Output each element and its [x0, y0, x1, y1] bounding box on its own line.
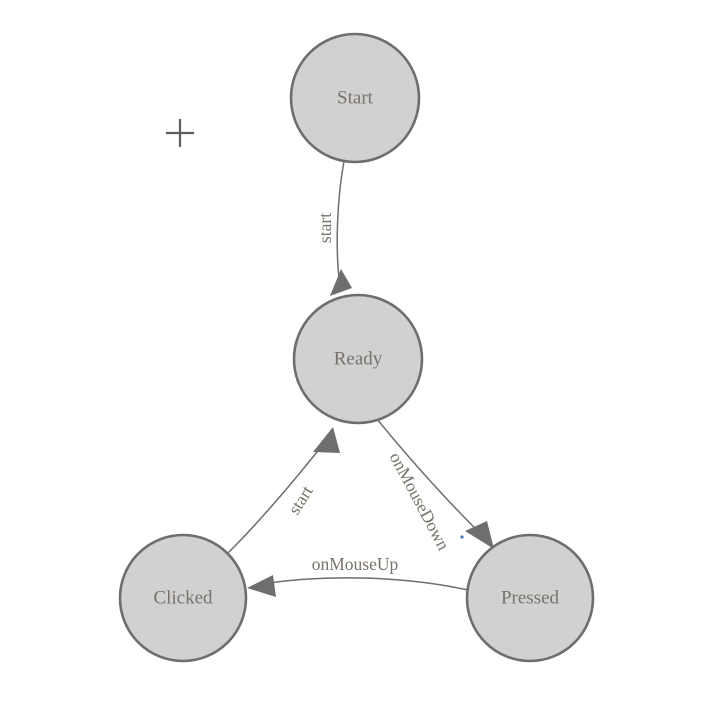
- edge-ready-to-pressed-path: [376, 418, 485, 538]
- node-start-circle[interactable]: [289, 32, 421, 164]
- edge-ready-to-pressed-arrowhead: [465, 521, 494, 549]
- node-clicked[interactable]: Clicked: [118, 533, 248, 663]
- edge-start-to-ready[interactable]: start: [315, 160, 352, 296]
- edge-label-ready-to-pressed: onMouseDown: [386, 449, 454, 554]
- edge-label-pressed-to-clicked: onMouseUp: [312, 554, 399, 574]
- node-start[interactable]: Start: [289, 32, 421, 164]
- node-ready[interactable]: Ready: [292, 293, 424, 425]
- edge-start-to-ready-arrowhead: [330, 269, 352, 296]
- edge-pressed-to-clicked-arrowhead: [247, 575, 276, 597]
- edge-clicked-to-ready-arrowhead: [313, 427, 340, 453]
- node-pressed-label: Pressed: [501, 587, 560, 608]
- plus-crosshair-icon: [166, 119, 194, 147]
- node-clicked-circle[interactable]: [118, 533, 248, 663]
- edge-pressed-to-clicked-path: [261, 577, 469, 591]
- edge-clicked-to-ready[interactable]: start: [228, 427, 340, 553]
- node-ready-label: Ready: [334, 348, 383, 369]
- edge-ready-to-pressed[interactable]: onMouseDown: [376, 418, 494, 554]
- node-start-label: Start: [337, 87, 374, 108]
- render-artifact-dot: [460, 535, 464, 539]
- edge-start-to-ready-path: [336, 160, 345, 289]
- edge-label-start-to-ready: start: [315, 213, 335, 243]
- node-ready-circle[interactable]: [292, 293, 424, 425]
- node-clicked-label: Clicked: [153, 587, 213, 608]
- edge-clicked-to-ready-path: [228, 446, 322, 553]
- edge-pressed-to-clicked[interactable]: onMouseUp: [247, 554, 469, 597]
- node-pressed-circle[interactable]: [465, 533, 595, 663]
- node-pressed[interactable]: Pressed: [465, 533, 595, 663]
